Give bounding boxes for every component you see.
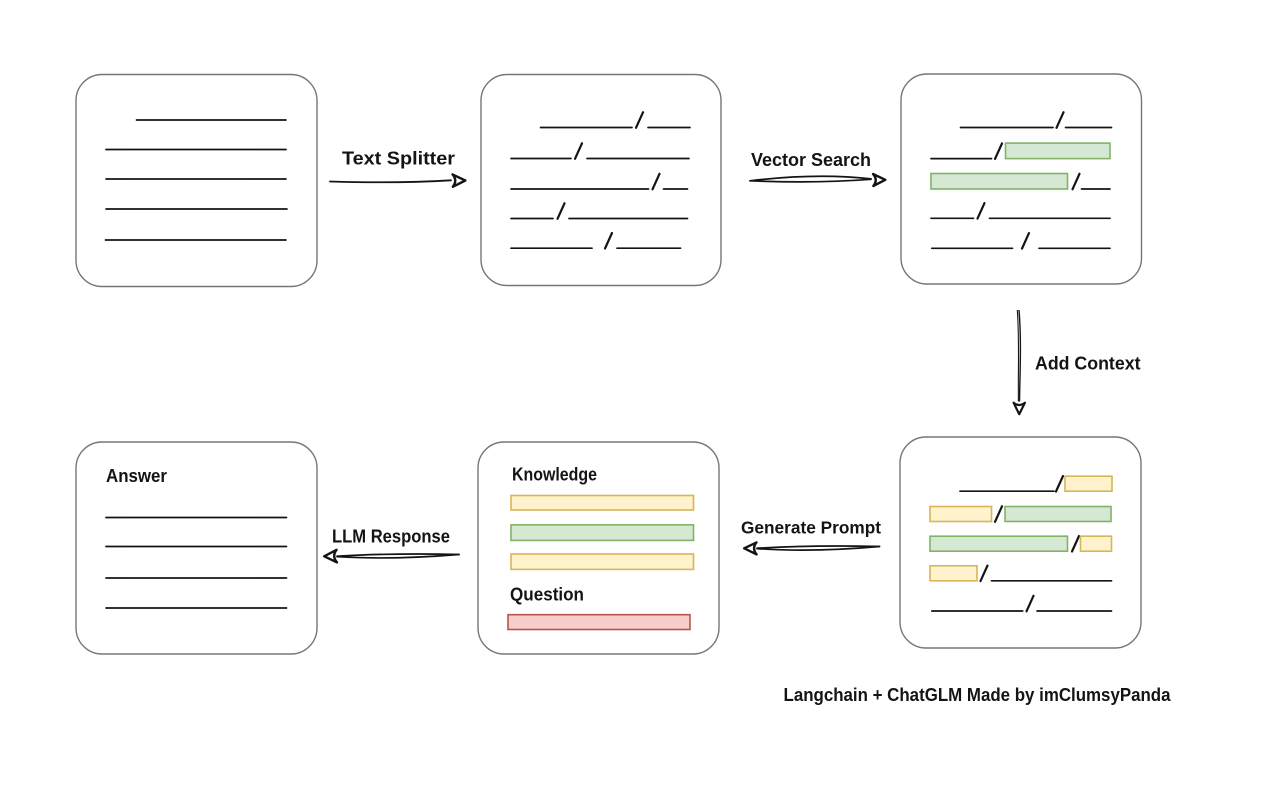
svg-text:Text Splitter: Text Splitter [342, 149, 455, 169]
svg-text:Answer: Answer [106, 466, 167, 486]
svg-text:Add Context: Add Context [1035, 353, 1141, 374]
svg-text:Generate Prompt: Generate Prompt [741, 518, 881, 538]
svg-text:Question: Question [510, 584, 584, 604]
svg-text:Knowledge: Knowledge [512, 464, 597, 484]
svg-text:Langchain + ChatGLM Made by im: Langchain + ChatGLM Made by imClumsyPand… [784, 685, 1172, 705]
svg-text:Vector Search: Vector Search [751, 150, 871, 170]
svg-text:LLM Response: LLM Response [332, 527, 450, 547]
